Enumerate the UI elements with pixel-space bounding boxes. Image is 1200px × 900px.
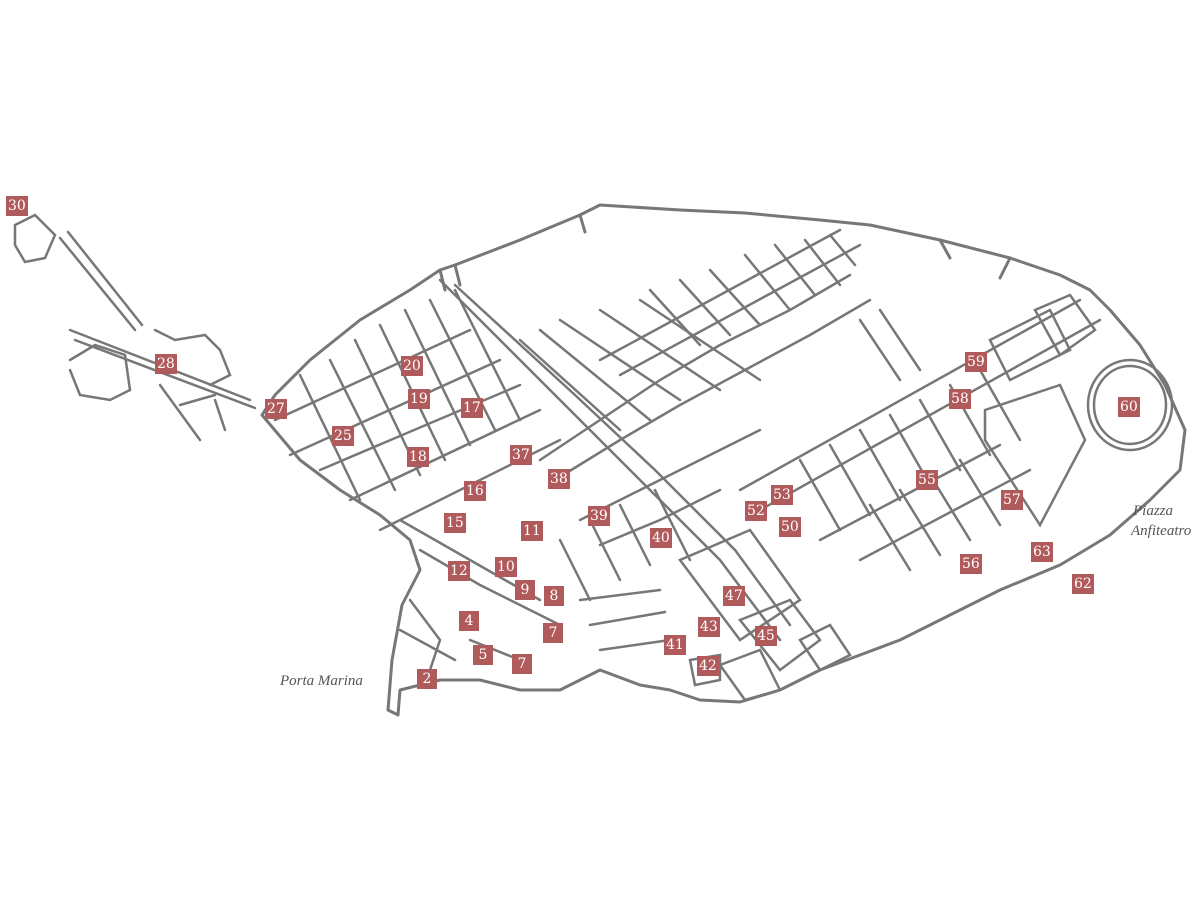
marker-27[interactable]: 27 <box>265 399 287 419</box>
street-grid-center <box>518 273 872 652</box>
street-grid-northeast <box>598 228 922 382</box>
street-grid-southeast <box>678 528 852 702</box>
marker-42[interactable]: 42 <box>697 656 719 676</box>
marker-18[interactable]: 18 <box>407 447 429 467</box>
marker-39[interactable]: 39 <box>588 506 610 526</box>
marker-4[interactable]: 4 <box>459 611 479 631</box>
marker-52[interactable]: 52 <box>745 501 767 521</box>
marker-11[interactable]: 11 <box>521 521 543 541</box>
amphitheatre <box>1086 358 1174 452</box>
marker-56[interactable]: 56 <box>960 554 982 574</box>
marker-58[interactable]: 58 <box>949 389 971 409</box>
marker-12[interactable]: 12 <box>448 561 470 581</box>
marker-37[interactable]: 37 <box>510 445 532 465</box>
marker-10[interactable]: 10 <box>495 557 517 577</box>
marker-62[interactable]: 62 <box>1072 574 1094 594</box>
marker-55[interactable]: 55 <box>916 470 938 490</box>
street-grid-east <box>738 293 1102 572</box>
marker-8[interactable]: 8 <box>544 586 564 606</box>
marker-7[interactable]: 7 <box>512 654 532 674</box>
marker-47[interactable]: 47 <box>723 586 745 606</box>
marker-15[interactable]: 15 <box>444 513 466 533</box>
label-porta-marina: Porta Marina <box>280 673 363 689</box>
marker-17[interactable]: 17 <box>461 398 483 418</box>
marker-57[interactable]: 57 <box>1001 490 1023 510</box>
road-northwest <box>13 213 257 442</box>
marker-45[interactable]: 45 <box>755 626 777 646</box>
marker-5[interactable]: 5 <box>473 645 493 665</box>
marker-9[interactable]: 9 <box>515 580 535 600</box>
marker-25[interactable]: 25 <box>332 426 354 446</box>
marker-60[interactable]: 60 <box>1118 397 1140 417</box>
street-grid-west <box>273 278 792 672</box>
marker-28[interactable]: 28 <box>155 354 177 374</box>
city-wall <box>260 203 1187 717</box>
marker-53[interactable]: 53 <box>771 485 793 505</box>
marker-2[interactable]: 2 <box>417 669 437 689</box>
marker-30[interactable]: 30 <box>6 196 28 216</box>
marker-59[interactable]: 59 <box>965 352 987 372</box>
marker-41[interactable]: 41 <box>664 635 686 655</box>
label-piazza: Piazza <box>1133 503 1174 519</box>
marker-7[interactable]: 7 <box>543 623 563 643</box>
marker-40[interactable]: 40 <box>650 528 672 548</box>
marker-19[interactable]: 19 <box>408 389 430 409</box>
label-anfiteatro: Anfiteatro <box>1131 523 1192 539</box>
marker-50[interactable]: 50 <box>779 517 801 537</box>
marker-16[interactable]: 16 <box>464 481 486 501</box>
marker-43[interactable]: 43 <box>698 617 720 637</box>
marker-38[interactable]: 38 <box>548 469 570 489</box>
marker-63[interactable]: 63 <box>1031 542 1053 562</box>
marker-20[interactable]: 20 <box>401 356 423 376</box>
